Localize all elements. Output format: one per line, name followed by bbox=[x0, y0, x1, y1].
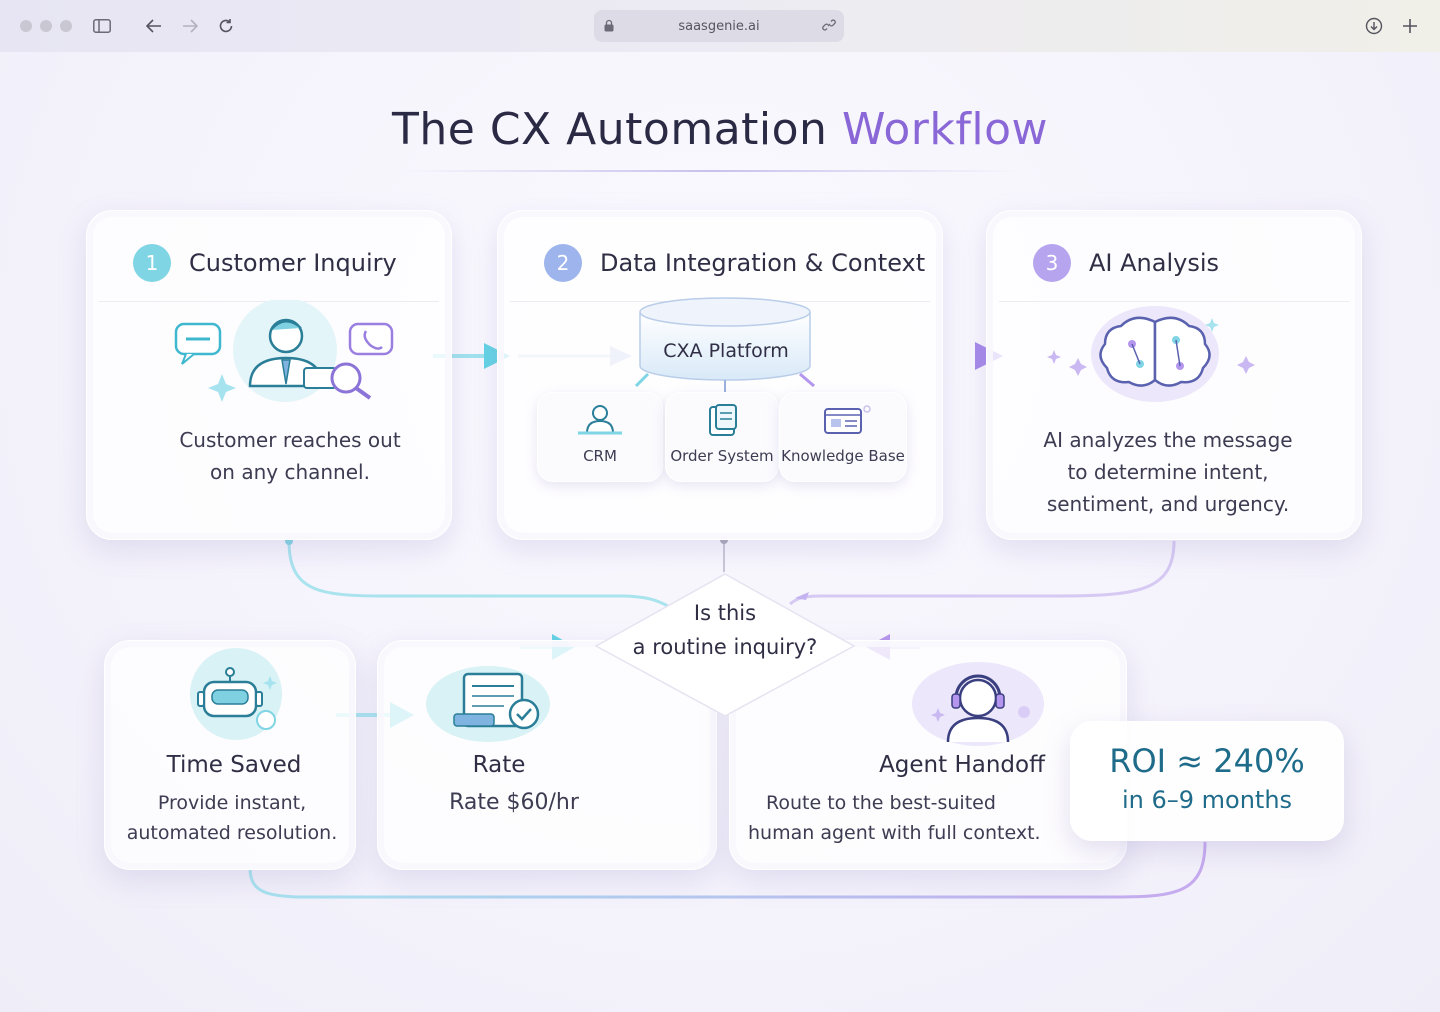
reload-icon[interactable] bbox=[214, 14, 238, 38]
source-crm: CRM bbox=[537, 392, 663, 482]
source-knowledge-base: Knowledge Base bbox=[779, 392, 907, 482]
page-title: The CX Automation Workflow bbox=[0, 104, 1440, 155]
magnifier-icon bbox=[330, 362, 372, 400]
step-number-badge: 1 bbox=[133, 244, 171, 282]
title-main: The CX Automation bbox=[392, 104, 828, 155]
agent-handoff-title: Agent Handoff bbox=[879, 752, 1045, 778]
download-icon[interactable] bbox=[1362, 14, 1386, 38]
link-icon[interactable] bbox=[822, 18, 836, 36]
source-order-system: Order System bbox=[665, 392, 779, 482]
title-accent: Workflow bbox=[841, 104, 1048, 155]
roi-badge: ROI ≈ 240% in 6–9 months bbox=[1070, 721, 1344, 841]
step-number-badge: 2 bbox=[544, 244, 582, 282]
knowledge-base-icon bbox=[824, 405, 871, 434]
new-tab-icon[interactable] bbox=[1398, 14, 1422, 38]
robot-icon bbox=[190, 648, 282, 740]
forward-icon[interactable] bbox=[178, 14, 202, 38]
roi-value: ROI ≈ 240% bbox=[1109, 742, 1305, 780]
agent-handoff-description: Route to the best-suited human agent wit… bbox=[748, 792, 1041, 844]
document-icon bbox=[709, 404, 737, 436]
time-saved-title: Time Saved bbox=[166, 752, 302, 778]
card-title: Customer Inquiry bbox=[189, 249, 397, 277]
database-icon bbox=[634, 297, 815, 394]
address-bar[interactable]: saasgenie.ai bbox=[594, 10, 844, 42]
back-icon[interactable] bbox=[142, 14, 166, 38]
browser-toolbar: saasgenie.ai bbox=[0, 0, 1440, 53]
decision-diamond bbox=[594, 573, 856, 717]
brain-icon bbox=[1047, 306, 1255, 402]
roi-period: in 6–9 months bbox=[1121, 786, 1293, 814]
card-title: Data Integration & Context bbox=[600, 249, 926, 277]
step3-description: AI analyzes the message to determine int… bbox=[1043, 428, 1293, 516]
card-header: 3 AI Analysis bbox=[999, 225, 1349, 302]
time-saved-description: Provide instant, automated resolution. bbox=[126, 792, 338, 844]
sidebar-icon[interactable] bbox=[90, 14, 114, 38]
title-underline bbox=[400, 170, 1020, 172]
chat-icon bbox=[174, 322, 222, 365]
lock-icon bbox=[604, 19, 614, 36]
crm-user-icon bbox=[578, 405, 622, 435]
document-check-icon bbox=[426, 666, 550, 742]
card-header: 1 Customer Inquiry bbox=[99, 225, 439, 302]
step-number-badge: 3 bbox=[1033, 244, 1071, 282]
decision-text: Is this a routine inquiry? bbox=[632, 601, 818, 659]
headset-agent-icon bbox=[912, 662, 1044, 746]
rate-title: Rate bbox=[472, 752, 526, 778]
phone-chat-icon bbox=[348, 322, 394, 356]
window-zoom-button[interactable] bbox=[60, 20, 72, 32]
platform-label: CXA Platform bbox=[663, 340, 789, 362]
window-close-button[interactable] bbox=[20, 20, 32, 32]
source-label: Order System bbox=[670, 447, 774, 465]
rate-value: Rate $60/hr bbox=[449, 790, 579, 815]
customer-icon bbox=[174, 300, 394, 402]
window-minimize-button[interactable] bbox=[40, 20, 52, 32]
source-label: CRM bbox=[583, 447, 617, 465]
url-text: saasgenie.ai bbox=[678, 18, 760, 34]
step1-description: Customer reaches out on any channel. bbox=[179, 428, 401, 484]
source-label: Knowledge Base bbox=[781, 447, 905, 465]
card-header: 2 Data Integration & Context bbox=[510, 225, 930, 302]
card-title: AI Analysis bbox=[1089, 249, 1220, 277]
